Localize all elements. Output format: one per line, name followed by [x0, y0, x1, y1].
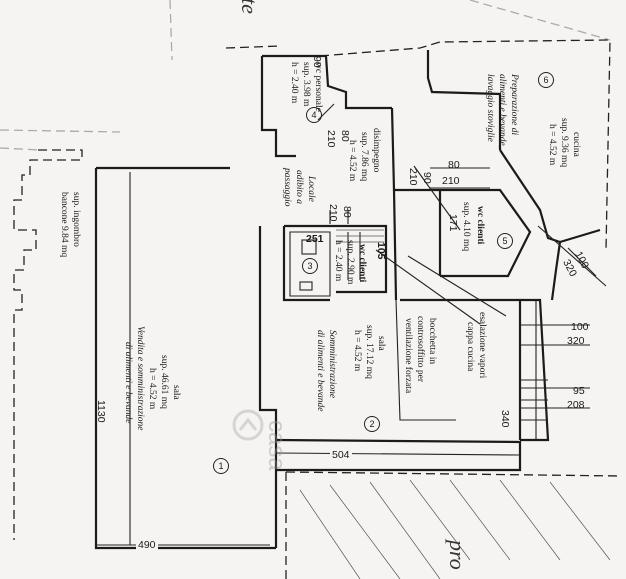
- dim-320-b: 320: [567, 335, 585, 347]
- disimpegno-height: h = 4.52 m: [347, 140, 357, 182]
- dim-95: 95: [573, 385, 585, 397]
- sala2-walls: [392, 189, 550, 442]
- disimpegno-name: disimpegno: [371, 128, 381, 173]
- disimpegno-area: sup. 7.86 mq: [359, 132, 369, 182]
- dim-210-b: 210: [442, 175, 460, 187]
- room-1-name: sala: [171, 385, 181, 400]
- dim-171: 171: [447, 214, 459, 232]
- room-6-name: cucina: [571, 132, 581, 157]
- top-boundary: [225, 39, 611, 251]
- left-boundary: [13, 149, 83, 540]
- note-bocchetta-2: controsoffitto per: [415, 316, 425, 383]
- passaggio-line-1: Locale: [306, 176, 316, 202]
- room-2-use-2: di alimenti e bevande: [315, 330, 325, 412]
- wc3-walls: [282, 224, 388, 302]
- note-esalazione-1: esalazione vapori: [477, 312, 487, 379]
- room-2-number: 2: [364, 416, 380, 432]
- watermark-text: casa: [263, 420, 290, 471]
- note-bocchetta-1: bocchetta in: [427, 318, 437, 365]
- dim-210-a: 210: [325, 130, 337, 148]
- dim-80-a: 80: [339, 130, 351, 142]
- watermark-logo: [232, 409, 264, 441]
- room-4-area: sup. 3.98 m: [301, 62, 311, 107]
- room-3-height: h = 2.40 m: [333, 240, 343, 282]
- dim-208: 208: [567, 399, 585, 411]
- header-fragment-top: te: [237, 0, 262, 14]
- bancone-line-2: bancone 9.84 mq: [59, 192, 69, 258]
- dim-340: 340: [499, 410, 511, 428]
- note-esalazione-2: cappa cucina: [465, 322, 475, 372]
- room-4-height: h = 2.40 m: [289, 62, 299, 104]
- outdoor-hatch: [285, 471, 623, 579]
- room-6-height: h = 4.52 m: [547, 124, 557, 166]
- room-6-area: sup. 9.36 mq: [559, 118, 569, 168]
- room-1-number: 1: [213, 458, 229, 474]
- room-6-number: 6: [538, 72, 554, 88]
- wc5-walls: [438, 188, 532, 278]
- room-1-height: h = 4.52 m: [147, 368, 157, 410]
- dim-80-b: 80: [448, 159, 460, 171]
- background-texture: [0, 0, 611, 151]
- sala-walls: [94, 166, 522, 550]
- bancone-line-1: sup. ingombro: [71, 192, 81, 247]
- room-3-number: 3: [302, 258, 318, 274]
- dim-210-d: 210: [327, 204, 339, 222]
- room-4-number: 4: [306, 107, 322, 123]
- room-6-use-2: alimenti e bevande,: [497, 74, 507, 149]
- duct-lines: [375, 165, 507, 325]
- dim-90: 90: [421, 172, 433, 184]
- room-5-area: sup. 4.10 mq: [461, 202, 471, 252]
- note-bocchetta-3: ventilazione forzata: [403, 318, 413, 394]
- passaggio-line-3: passaggio: [282, 168, 292, 207]
- dim-1130: 1130: [95, 400, 107, 423]
- header-fragment-bottom: pro: [445, 540, 470, 570]
- dim-90-top: 90: [311, 56, 323, 68]
- room-2-use-1: Somministrazione: [327, 330, 337, 399]
- room-1-use-2: di alimenti e bevande: [123, 342, 133, 424]
- room-2-area: sup. 17.12 mq: [364, 325, 374, 379]
- dim-80-c: 80: [341, 206, 353, 218]
- dim-251: 251: [306, 233, 324, 245]
- room-1-use-1: Vendita e somministrazione: [135, 326, 145, 431]
- room-6-use-1: Preparazione di: [509, 74, 519, 136]
- dim-504: 504: [330, 449, 352, 461]
- room-5-number: 5: [497, 233, 513, 249]
- room-3-area: sup. 2.90 m: [345, 240, 355, 285]
- room-4-name: wc personale: [313, 62, 323, 112]
- room-6-use-3: lavaggio stoviglie: [485, 74, 495, 142]
- dim-100-b: 100: [571, 321, 589, 333]
- passaggio-line-2: adibito a: [294, 170, 304, 205]
- room-3-name: wc clienti: [357, 244, 367, 283]
- dimension-lines: [96, 103, 607, 546]
- room-2-height: h = 4.52 m: [352, 330, 362, 372]
- room-2-name: sala: [376, 336, 386, 351]
- room-1-area: sup. 46.61 mq: [159, 355, 169, 409]
- dim-490: 490: [136, 539, 158, 551]
- room-5-name: wc clienti: [475, 206, 485, 245]
- dim-105: 105: [375, 242, 387, 260]
- dim-210-c: 210: [407, 168, 419, 186]
